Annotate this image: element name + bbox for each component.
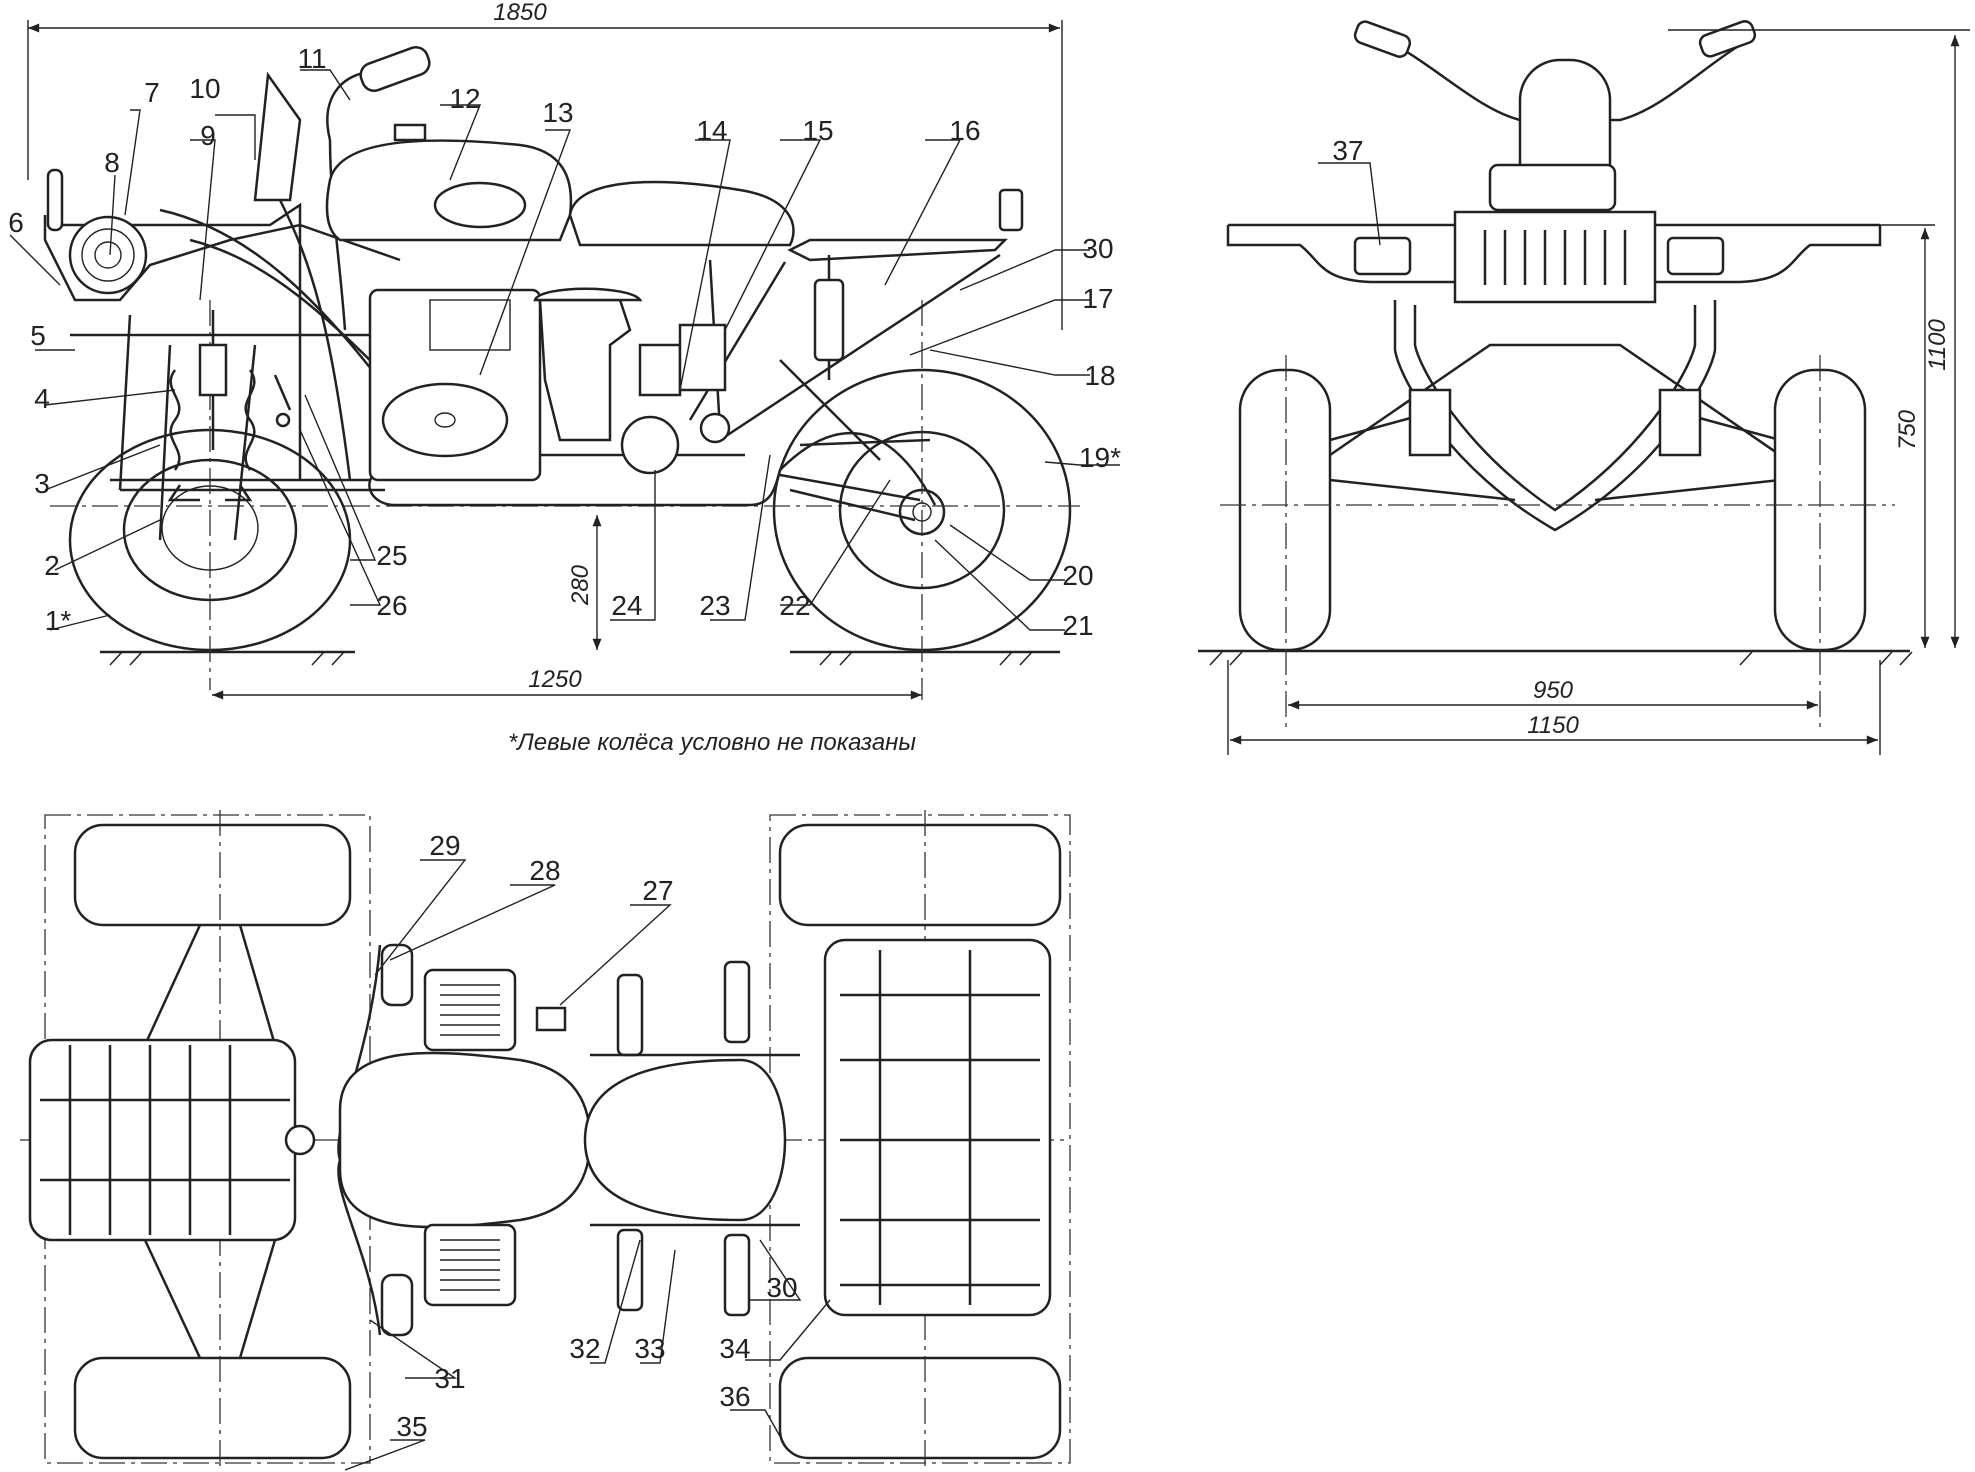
callout-34: 34 xyxy=(719,1333,750,1364)
callout-13: 13 xyxy=(542,97,573,128)
callout-24: 24 xyxy=(611,590,642,621)
front-view: 37 1100 750 950 1150 xyxy=(1198,20,1970,755)
headlight xyxy=(46,168,148,295)
top-engine xyxy=(423,968,567,1307)
handlebar xyxy=(253,46,431,202)
engine xyxy=(368,287,731,482)
callout-37: 37 xyxy=(1332,135,1363,166)
callout-32: 32 xyxy=(569,1333,600,1364)
width-dimensions: 950 1150 xyxy=(1227,660,1881,755)
callout-19: 19* xyxy=(1079,442,1121,473)
ground-clearance-dimension: 280 xyxy=(567,515,602,650)
callout-2: 2 xyxy=(44,550,60,581)
callout-9: 9 xyxy=(200,120,216,151)
callout-23: 23 xyxy=(699,590,730,621)
callout-20: 20 xyxy=(1062,560,1093,591)
overall-length-label: 1850 xyxy=(493,0,547,26)
callout-22: 22 xyxy=(779,590,810,621)
wheelbase-dimension: 1250 xyxy=(212,666,922,700)
callout-11: 11 xyxy=(297,43,326,74)
rear-wheel xyxy=(772,300,1072,700)
callout-21: 21 xyxy=(1062,610,1093,641)
ground-line xyxy=(100,650,1060,666)
callout-4: 4 xyxy=(34,383,50,414)
footnote: *Левые колёса условно не показаны xyxy=(508,729,916,756)
top-callouts: 29 28 27 30 31 32 33 34 35 36 xyxy=(344,830,831,1471)
callout-8: 8 xyxy=(104,147,120,178)
callout-5: 5 xyxy=(30,320,46,351)
front-suspension xyxy=(158,310,292,541)
side-callouts: 1* 2 3 4 5 6 7 8 9 10 11 12 13 14 15 16 … xyxy=(8,43,1121,641)
callout-10: 10 xyxy=(189,73,220,104)
callout-36: 36 xyxy=(719,1381,750,1412)
callout-17: 17 xyxy=(1082,283,1113,314)
ground-clearance-label: 280 xyxy=(567,564,594,606)
callout-31: 31 xyxy=(434,1363,465,1394)
track-label: 950 xyxy=(1533,677,1574,704)
seat xyxy=(568,180,1024,247)
top-view: 29 28 27 30 31 32 33 34 35 36 xyxy=(20,810,1071,1471)
rear-suspension xyxy=(779,255,921,522)
side-view: 1850 xyxy=(8,0,1121,756)
top-tank-seat xyxy=(284,1051,787,1229)
width-label: 1150 xyxy=(1527,712,1579,739)
top-wheels xyxy=(73,823,1062,1460)
callout-25: 25 xyxy=(376,540,407,571)
callout-28: 28 xyxy=(529,855,560,886)
callout-27: 27 xyxy=(642,875,673,906)
callout-6: 6 xyxy=(8,207,24,238)
callout-18: 18 xyxy=(1084,360,1115,391)
callout-1: 1* xyxy=(45,605,72,636)
top-footrests xyxy=(616,960,751,1317)
callout-33: 33 xyxy=(634,1333,665,1364)
callout-12: 12 xyxy=(449,83,480,114)
callout-30-top: 30 xyxy=(766,1272,797,1303)
length-dimension: 1850 xyxy=(27,0,1063,330)
front-rack xyxy=(28,924,297,1359)
front-wheels xyxy=(1238,368,1867,652)
callout-7: 7 xyxy=(144,77,160,108)
top-handlebar xyxy=(337,943,414,1337)
callout-15: 15 xyxy=(802,115,833,146)
front-body xyxy=(1226,163,1882,532)
callout-26: 26 xyxy=(376,590,407,621)
wheelbase-label: 1250 xyxy=(528,666,582,693)
callout-29: 29 xyxy=(429,830,460,861)
callout-14: 14 xyxy=(696,115,727,146)
height-dimensions: 1100 750 xyxy=(1668,29,1970,648)
seat-height-label: 750 xyxy=(1894,409,1921,450)
callout-3: 3 xyxy=(34,468,50,499)
front-suspension-arms xyxy=(1329,343,1781,502)
fuel-tank xyxy=(325,123,573,242)
rear-rack xyxy=(590,938,1052,1317)
callout-30-side: 30 xyxy=(1082,233,1113,264)
height-label: 1100 xyxy=(1924,319,1951,371)
callout-16: 16 xyxy=(949,115,980,146)
callout-35: 35 xyxy=(396,1411,427,1442)
